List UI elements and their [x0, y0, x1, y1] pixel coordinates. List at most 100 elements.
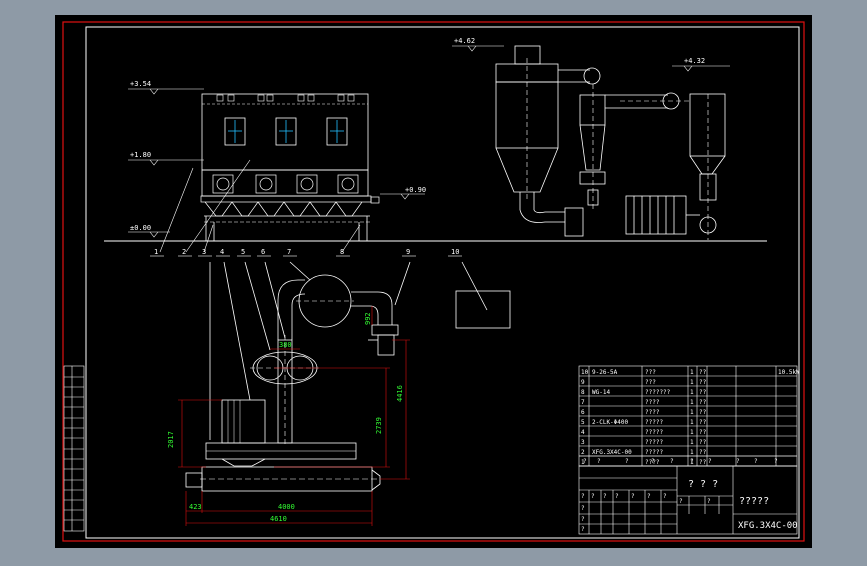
- parts-row-2-no: 2: [581, 449, 585, 456]
- title-block-cell: ?: [581, 526, 585, 533]
- parts-header-cell: ?: [708, 458, 712, 465]
- title-block-title: ?????: [739, 496, 769, 507]
- title-block-cell: ?: [581, 505, 585, 512]
- parts-row-9-no: 9: [581, 379, 585, 386]
- parts-row-6-qty: 1: [690, 409, 694, 416]
- elev-duct-right: +4.32: [684, 57, 705, 65]
- parts-header-cell: ?: [736, 458, 740, 465]
- dim-4000: 4000: [278, 503, 295, 511]
- parts-row-4-mat: ??: [699, 429, 707, 436]
- elev-inlet: +0.90: [405, 186, 426, 194]
- parts-row-10-note: 10.5kW: [778, 369, 800, 376]
- title-block-cell: ?: [647, 493, 651, 500]
- parts-row-6-no: 6: [581, 409, 585, 416]
- outer-frame: [62, 21, 805, 542]
- front-elevation: +3.54 +1.80 ±0.00 +0.90 1 2 3 4 5 6 7 8: [104, 80, 767, 257]
- title-block-cell: ?: [663, 493, 667, 500]
- plan-view: [178, 261, 411, 526]
- parts-row-8-qty: 1: [690, 389, 694, 396]
- elev-cyclone-top: +4.62: [454, 37, 475, 45]
- elev-mid-left: +1.80: [130, 151, 151, 159]
- title-block-cell: ?: [631, 493, 635, 500]
- dim-2739: 2739: [375, 417, 383, 434]
- parts-row-10-code: 9-26-5A: [592, 369, 618, 376]
- dim-992: 992: [364, 312, 372, 325]
- parts-header-cell: ?: [774, 458, 778, 465]
- sheet-background: [55, 15, 812, 548]
- parts-row-10-mat: ??: [699, 369, 707, 376]
- parts-row-4-qty: 1: [690, 429, 694, 436]
- fan-units: [212, 174, 359, 194]
- parts-row-10-name: ???: [645, 369, 656, 376]
- title-block-cell: ?: [615, 493, 619, 500]
- title-block-cell: ?: [707, 498, 711, 505]
- parts-row-5-code: 2-CLK-Φ400: [592, 419, 629, 426]
- parts-row-8-mat: ??: [699, 389, 707, 396]
- parts-row-7-name: ????: [645, 399, 660, 406]
- parts-row-1-no: 1: [581, 459, 585, 466]
- title-block-cell: ?: [591, 493, 595, 500]
- title-block-mid-title: ? ? ?: [688, 479, 718, 490]
- parts-row-4-no: 4: [581, 429, 585, 436]
- parts-row-7-mat: ??: [699, 399, 707, 406]
- title-block-cell: ?: [679, 498, 683, 505]
- dim-423: 423: [189, 503, 202, 511]
- callout-1: 1: [154, 248, 158, 256]
- parts-row-3-qty: 1: [690, 439, 694, 446]
- parts-list-rows: [579, 375, 797, 457]
- parts-row-7-no: 7: [581, 399, 585, 406]
- left-margin-table: [63, 365, 85, 532]
- parts-row-4-name: ?????: [645, 429, 663, 436]
- drawing-number: XFG.3X4C-00: [738, 521, 798, 531]
- side-elevation: [452, 45, 730, 240]
- callout-8: 8: [340, 248, 344, 256]
- parts-header-cell: ?: [670, 458, 674, 465]
- parts-row-5-mat: ??: [699, 419, 707, 426]
- parts-row-2-name: ?????: [645, 449, 663, 456]
- title-block: [578, 455, 798, 535]
- parts-header-cell: ?: [690, 458, 694, 465]
- parts-row-9-mat: ??: [699, 379, 707, 386]
- item-10-box: [455, 261, 511, 329]
- parts-row-2-qty: 1: [690, 449, 694, 456]
- parts-row-2-mat: ??: [699, 449, 707, 456]
- parts-row-5-name: ?????: [645, 419, 663, 426]
- parts-row-1-mat: ??: [699, 459, 707, 466]
- dim-4416: 4416: [396, 385, 404, 402]
- title-block-cell: ?: [581, 493, 585, 500]
- dim-380: 380: [279, 341, 292, 349]
- elev-ground: ±0.00: [130, 224, 151, 232]
- parts-header-cell: ?: [625, 458, 629, 465]
- title-block-cell: ?: [603, 493, 607, 500]
- inner-frame: [85, 26, 800, 539]
- parts-row-1-qty: 1: [690, 459, 694, 466]
- callout-6: 6: [261, 248, 265, 256]
- parts-row-5-no: 5: [581, 419, 585, 426]
- parts-row-6-mat: ??: [699, 409, 707, 416]
- callout-5: 5: [241, 248, 245, 256]
- callout-10: 10: [451, 248, 459, 256]
- dim-4610: 4610: [270, 515, 287, 523]
- callout-4: 4: [220, 248, 224, 256]
- callout-3: 3: [202, 248, 206, 256]
- parts-row-3-mat: ??: [699, 439, 707, 446]
- parts-row-3-no: 3: [581, 439, 585, 446]
- parts-header-cell: ?: [651, 458, 655, 465]
- parts-header-cell: ?: [597, 458, 601, 465]
- parts-row-8-code: WG-14: [592, 389, 610, 396]
- parts-header-cell: ?: [754, 458, 758, 465]
- parts-header-cell: ?: [583, 458, 587, 465]
- parts-row-1-name: ????: [645, 459, 660, 466]
- parts-row-8-name: ???????: [645, 389, 671, 396]
- elev-top-left: +3.54: [130, 80, 151, 88]
- parts-row-6-name: ????: [645, 409, 660, 416]
- parts-row-3-name: ?????: [645, 439, 663, 446]
- callout-7: 7: [287, 248, 291, 256]
- parts-row-2-code: XFG.3X4C-00: [592, 449, 632, 456]
- parts-row-10-qty: 1: [690, 369, 694, 376]
- title-block-cell: ?: [581, 516, 585, 523]
- dim-2017: 2017: [167, 431, 175, 448]
